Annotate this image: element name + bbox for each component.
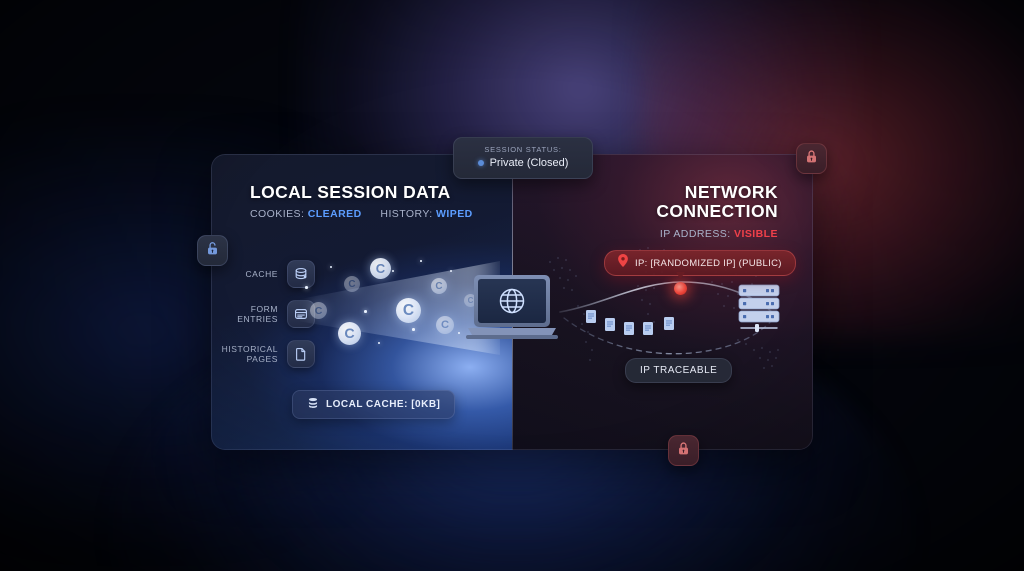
row-historical-pages-label-line1: HISTORICAL [221,343,278,354]
local-cache-badge[interactable]: LOCAL CACHE: [0KB] [292,390,456,419]
map-pin-icon [618,254,628,272]
spark-particle [420,260,422,262]
session-status-value-row: Private (Closed) [464,157,582,169]
history-value: WIPED [436,208,473,221]
ip-address-text: IP: [RANDOMIZED IP] (PUBLIC) [635,257,782,269]
locked-padlock-badge-bottom-center[interactable] [668,435,699,466]
cookie-particle: C [310,300,329,319]
laptop-globe-icon [466,272,558,349]
spark-particle [458,332,460,334]
local-session-heading-group: LOCAL SESSION DATA COOKIES: CLEARED HIST… [250,182,473,220]
row-form-entries-label: FORM ENTRIES [237,304,278,324]
row-cache-label: CACHE [245,268,278,279]
spark-particle [330,266,332,268]
cookie-particle: C [338,320,364,345]
cookie-particle: C [431,276,449,294]
database-stack-icon [307,396,319,414]
row-form-entries-label-line2: ENTRIES [237,314,278,324]
status-dot-icon [477,160,484,166]
local-session-title: LOCAL SESSION DATA [250,182,451,202]
session-status-value: Private (Closed) [489,157,569,169]
spark-particle [450,270,452,272]
row-historical-pages-label-line2: PAGES [246,354,278,364]
ip-traceable-text: IP TRACEABLE [640,365,718,376]
cookie-particle: C [396,296,423,323]
cookies-value: CLEARED [307,208,362,221]
unlocked-padlock-badge[interactable] [197,235,228,266]
session-status-label: SESSION STATUS: [484,145,562,154]
row-form-entries-label-line1: FORM [250,303,278,314]
row-historical-pages-label: HISTORICAL PAGES [222,344,278,364]
spark-particle [392,270,394,272]
unlocked-padlock-icon [205,241,220,261]
document-chain [586,310,696,349]
cookie-particle: C [370,256,393,279]
cookie-particle: C [436,314,456,334]
locked-padlock-icon [676,441,691,461]
cookie-particle: C [344,274,362,292]
history-key: HISTORY: [380,208,433,221]
spark-particle [364,310,367,313]
server-rack-icon [737,283,781,335]
ip-traceable-badge[interactable]: IP TRACEABLE [625,358,733,383]
ip-address-badge[interactable]: IP: [RANDOMIZED IP] (PUBLIC) [604,250,796,276]
locked-padlock-badge-top-right[interactable] [796,143,827,174]
spark-particle [305,286,308,289]
session-status-chip[interactable]: SESSION STATUS: Private (Closed) [453,137,593,179]
local-session-stats: COOKIES: CLEARED HISTORY: WIPED [250,208,473,220]
spark-particle [412,328,415,331]
spark-particle [378,342,380,344]
cookies-key: COOKIES: [250,208,305,221]
ip-node [674,282,687,295]
local-cache-text: LOCAL CACHE: [0KB] [326,399,441,410]
locked-padlock-icon [804,149,819,169]
